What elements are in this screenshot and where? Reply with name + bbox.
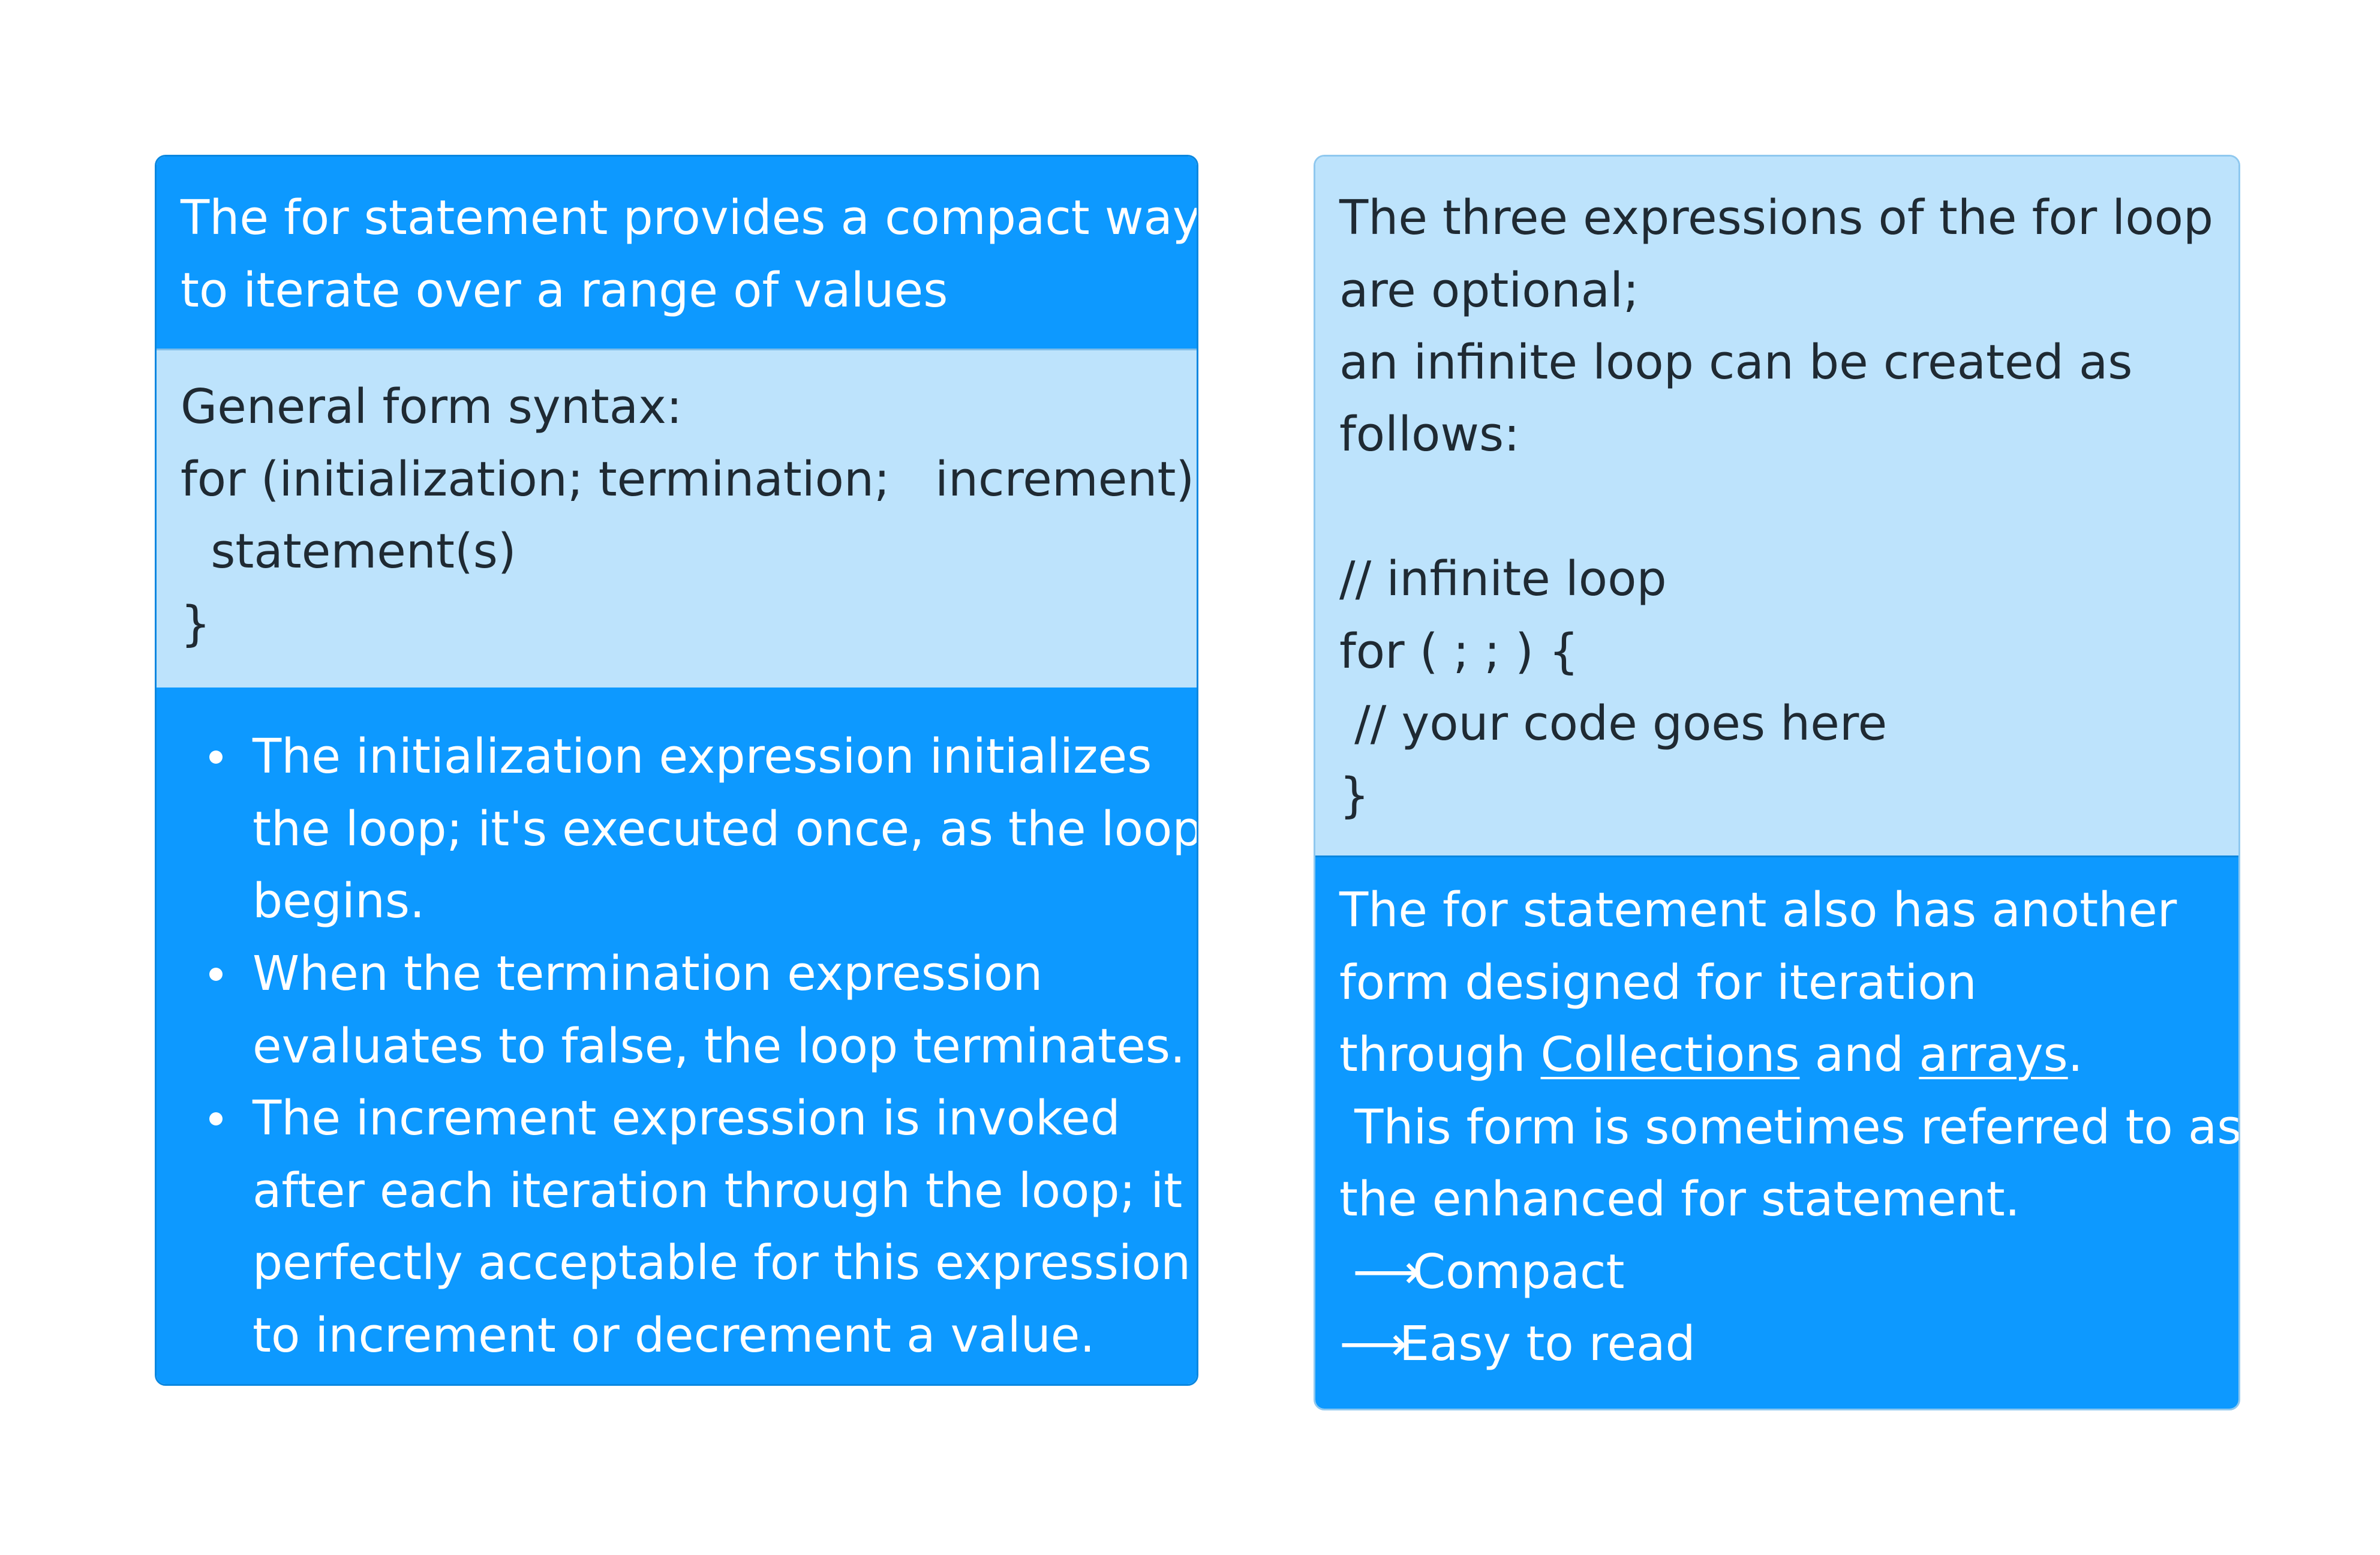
bullet-dot bbox=[209, 751, 223, 764]
line-suffix: . bbox=[2068, 1027, 2083, 1082]
syntax-line: General form syntax: bbox=[181, 379, 683, 434]
bullet-line: The increment expression is invoked bbox=[253, 1091, 1120, 1146]
info-line: an infinite loop can be created as bbox=[1339, 335, 2133, 390]
bullet-line: The initialization expression initialize… bbox=[253, 729, 1152, 784]
bullet-line: to increment or decrement a value. bbox=[253, 1308, 1095, 1363]
notes-section: The initialization expression initialize… bbox=[157, 688, 1197, 1384]
arrow-item-label: Easy to read bbox=[1399, 1316, 1696, 1371]
code-line: } bbox=[1339, 768, 1370, 823]
info-line: are optional; bbox=[1339, 263, 1639, 318]
collections-link[interactable]: Collections bbox=[1540, 1027, 1800, 1082]
bullet-dot bbox=[209, 1112, 223, 1125]
info-line: the enhanced for statement. bbox=[1339, 1172, 2020, 1227]
code-line: for ( ; ; ) { bbox=[1339, 624, 1579, 679]
syntax-line: for (initialization; termination; increm… bbox=[181, 452, 1198, 507]
line-prefix: through bbox=[1339, 1027, 1541, 1082]
info-line: The for statement also has another bbox=[1339, 882, 2177, 938]
arrow-right-icon: ⟶ bbox=[1339, 1316, 1408, 1371]
code-line: // your code goes here bbox=[1339, 696, 1888, 751]
code-line: // infinite loop bbox=[1339, 551, 1667, 607]
bullet-line: after each iteration through the loop; i… bbox=[253, 1163, 1198, 1218]
bullet-line: begins. bbox=[253, 873, 425, 929]
line-middle: and bbox=[1799, 1027, 1919, 1082]
header-line: to iterate over a range of values bbox=[181, 263, 948, 318]
info-line: form designed for iteration bbox=[1339, 955, 1977, 1010]
info-line: through Collections and arrays. bbox=[1339, 1019, 2083, 1091]
syntax-section: General form syntax: for (initialization… bbox=[157, 349, 1197, 688]
bullet-line: evaluates to false, the loop terminates. bbox=[253, 1019, 1186, 1074]
info-line: This form is sometimes referred to as bbox=[1339, 1100, 2240, 1155]
bullet-line: When the termination expression bbox=[253, 946, 1043, 1001]
syntax-line: statement(s) bbox=[181, 524, 516, 579]
arrow-item-label: Compact bbox=[1413, 1244, 1625, 1299]
info-line: The three expressions of the for loop bbox=[1339, 190, 2214, 245]
for-statement-card: The for statement provides a compact way… bbox=[155, 155, 1198, 1386]
arrays-link[interactable]: arrays bbox=[1919, 1027, 2068, 1082]
syntax-line: } bbox=[181, 596, 211, 652]
header-line: The for statement provides a compact way bbox=[181, 190, 1198, 245]
arrow-right-icon: ⟶ bbox=[1353, 1244, 1421, 1299]
arrow-item: ⟶Compact bbox=[1353, 1236, 1624, 1308]
enhanced-for-section: The for statement also has another form … bbox=[1315, 855, 2238, 1409]
card-header: The for statement provides a compact way… bbox=[157, 157, 1197, 349]
bullet-line: perfectly acceptable for this expression bbox=[253, 1235, 1191, 1290]
infinite-loop-card: The three expressions of the for loop ar… bbox=[1314, 155, 2240, 1410]
bullet-dot bbox=[209, 968, 223, 981]
bullet-line: the loop; it's executed once, as the loo… bbox=[253, 801, 1198, 857]
infinite-loop-section: The three expressions of the for loop ar… bbox=[1315, 157, 2238, 855]
info-line: follows: bbox=[1339, 407, 1520, 462]
arrow-item: ⟶Easy to read bbox=[1339, 1308, 1696, 1380]
